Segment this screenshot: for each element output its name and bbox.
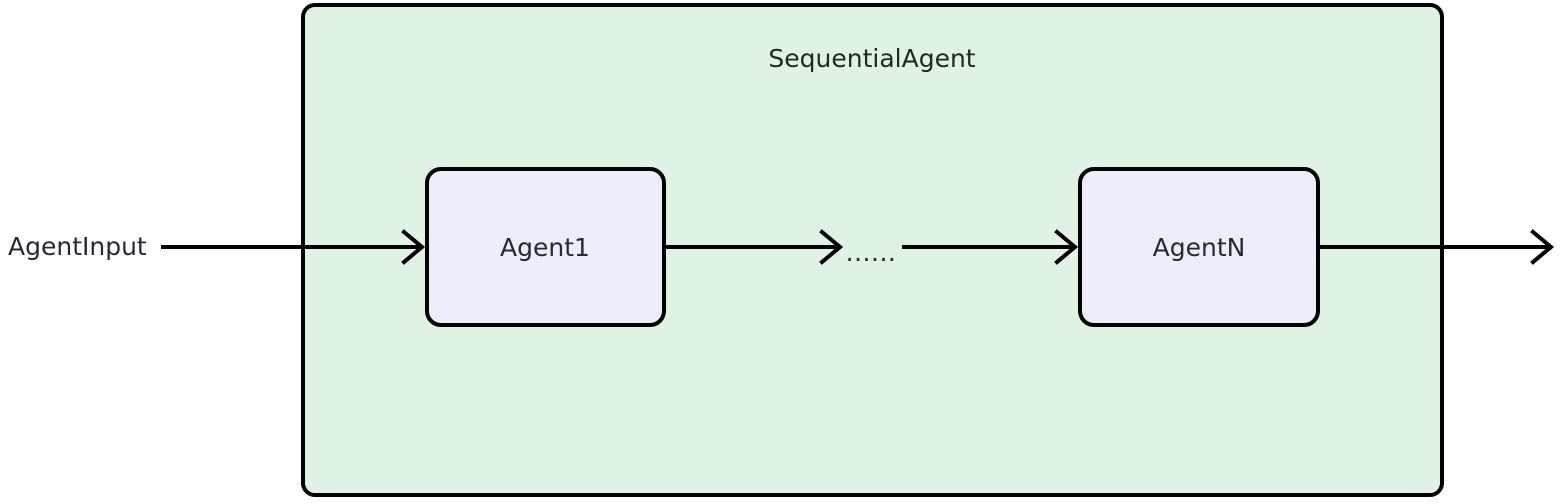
- arrow-head-icon: [1054, 229, 1079, 265]
- arrow-head-icon: [1530, 229, 1555, 265]
- edge-label-ellipsis: ......: [846, 238, 897, 267]
- edge-agent1-to-ellipsis: [666, 229, 844, 265]
- node-label-agent1: Agent1: [500, 233, 590, 262]
- node-agent1[interactable]: Agent1: [425, 167, 666, 327]
- group-container-sequentialagent: [301, 3, 1444, 497]
- node-box: [425, 167, 666, 327]
- arrow-head-icon: [401, 229, 426, 265]
- node-box: [1078, 167, 1320, 327]
- edge-agentn-to-output: [1320, 229, 1555, 265]
- arrow-head-icon: [819, 229, 844, 265]
- agent-input-label: AgentInput: [8, 232, 147, 261]
- edge-input-to-agent1: [161, 229, 426, 265]
- group-title-label: SequentialAgent: [768, 44, 975, 73]
- edge-ellipsis-to-agentn: [902, 229, 1079, 265]
- node-label-agentn: AgentN: [1153, 233, 1246, 262]
- node-agentn[interactable]: AgentN: [1078, 167, 1320, 327]
